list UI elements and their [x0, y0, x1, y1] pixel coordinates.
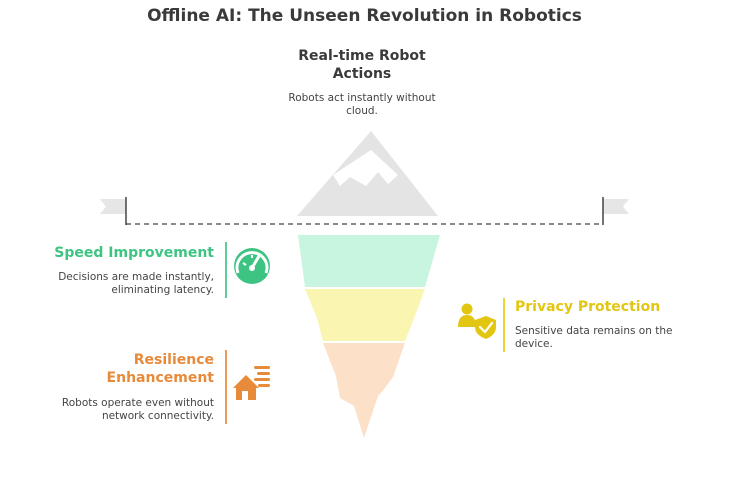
- speed-description: Decisions are made instantly, eliminatin…: [58, 271, 214, 296]
- mountain-icon: [297, 131, 438, 216]
- resilience-heading: Resilience Enhancement: [106, 352, 214, 386]
- privacy-layer: [305, 289, 425, 341]
- page-title: Offline AI: The Unseen Revolution in Rob…: [147, 6, 582, 26]
- privacy-heading: Privacy Protection: [515, 299, 661, 315]
- left-ribbon: [100, 199, 126, 214]
- privacy-description: Sensitive data remains on the device.: [515, 325, 673, 350]
- user-shield-icon: [458, 303, 496, 339]
- resilience-layer: [323, 343, 405, 438]
- right-ribbon: [603, 199, 629, 214]
- privacy-divider: [503, 298, 505, 352]
- speed-divider: [225, 242, 227, 298]
- speed-heading: Speed Improvement: [54, 245, 214, 261]
- top-description: Robots act instantly without cloud.: [288, 92, 436, 117]
- speed-layer: [298, 235, 440, 287]
- moving-house-icon: [233, 366, 270, 400]
- top-heading: Real-time Robot Actions: [298, 48, 426, 82]
- resilience-divider: [225, 350, 227, 424]
- resilience-description: Robots operate even without network conn…: [61, 397, 214, 422]
- speedometer-icon: [234, 248, 270, 284]
